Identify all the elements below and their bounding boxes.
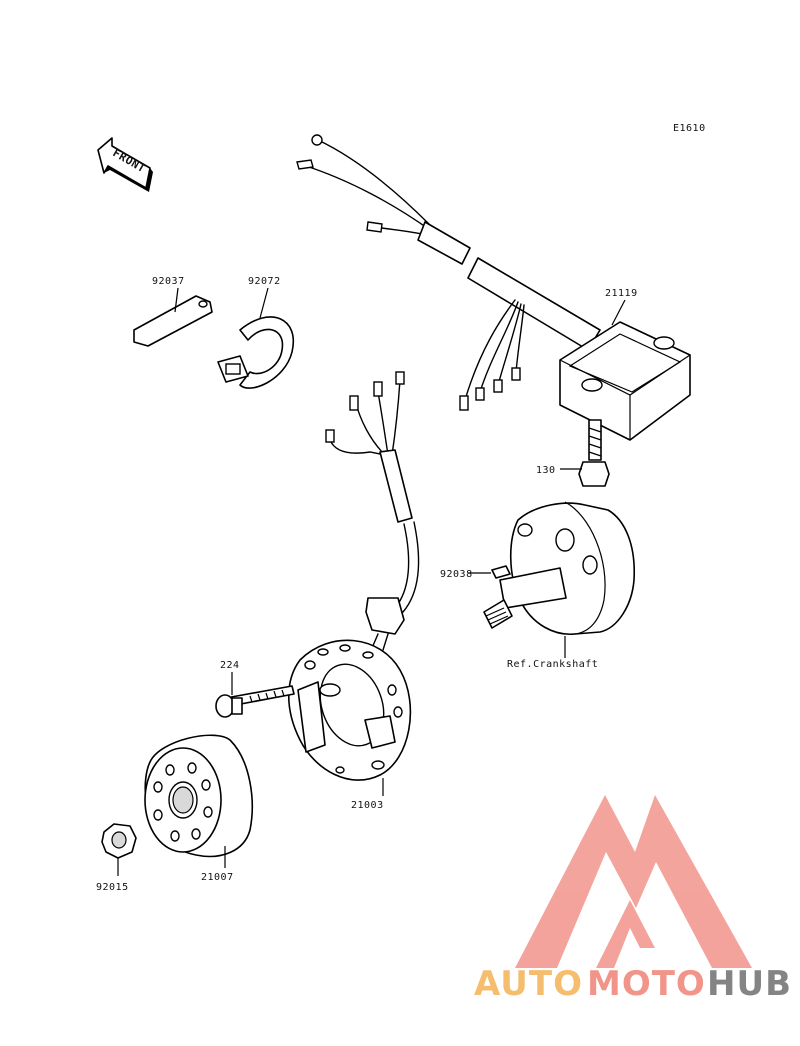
part-number-130: 130 <box>536 465 556 476</box>
stator-assembly <box>287 371 420 781</box>
regulator-assembly <box>296 134 691 487</box>
logo-text-hub: HUB <box>707 964 792 1004</box>
band-92072 <box>217 316 295 389</box>
automotohub-logo: AUTO MOTO HUB <box>474 795 792 1004</box>
part-number-92015: 92015 <box>96 882 129 893</box>
rotor-21007 <box>144 734 253 858</box>
part-number-92038: 92038 <box>440 569 473 580</box>
part-number-92037: 92037 <box>152 276 185 287</box>
screw-224 <box>215 685 295 718</box>
logo-text-moto: MOTO <box>587 964 706 1004</box>
reference-crankshaft-label: Ref.Crankshaft <box>507 659 598 670</box>
nut-92015 <box>101 823 137 859</box>
part-number-21003: 21003 <box>351 800 384 811</box>
part-number-21119: 21119 <box>605 288 638 299</box>
part-number-21007: 21007 <box>201 872 234 883</box>
clamp-strap-92037 <box>133 295 213 347</box>
crankshaft-reference <box>483 501 636 635</box>
front-arrow-icon: FRONT <box>97 137 153 192</box>
part-number-92072: 92072 <box>248 276 281 287</box>
logo-text-auto: AUTO <box>474 964 583 1004</box>
diagram-code: E1610 <box>673 123 706 134</box>
part-number-224: 224 <box>220 660 240 671</box>
